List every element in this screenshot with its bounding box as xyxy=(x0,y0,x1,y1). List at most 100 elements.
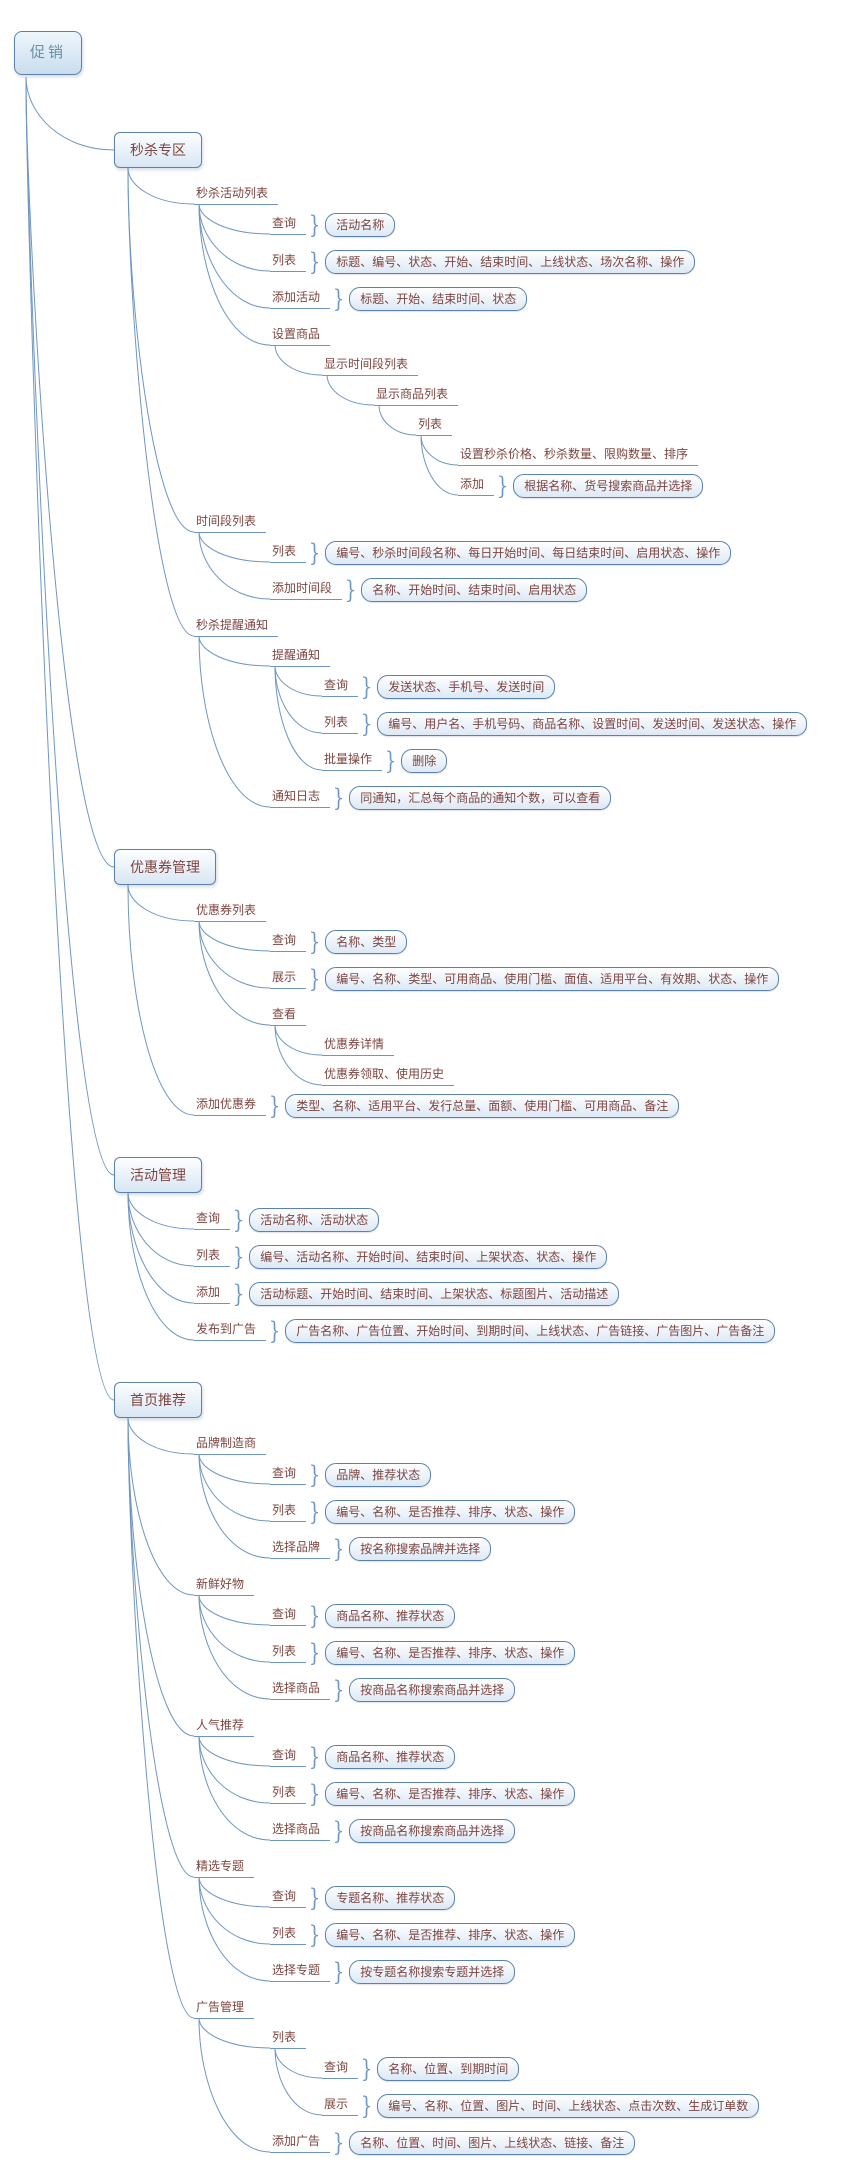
node-summary[interactable]: 编号、名称、是否推荐、排序、状态、操作 xyxy=(325,1500,576,1524)
node-label[interactable]: 时间段列表 xyxy=(194,514,267,533)
node-label[interactable]: 列表 xyxy=(270,1926,307,1945)
node-summary[interactable]: 名称、位置、时间、图片、上线状态、链接、备注 xyxy=(349,2131,636,2155)
node-label[interactable]: 列表 xyxy=(194,1248,231,1267)
connector-line xyxy=(198,1735,271,1804)
node-label[interactable]: 列表 xyxy=(270,2030,307,2049)
node-label[interactable]: 查询 xyxy=(322,678,359,697)
node-label[interactable]: 品牌制造商 xyxy=(194,1436,267,1455)
node-summary[interactable]: 标题、开始、结束时间、状态 xyxy=(349,287,528,311)
node-summary[interactable]: 标题、编号、状态、开始、结束时间、上线状态、场次名称、操作 xyxy=(325,250,696,274)
node-summary[interactable]: 活动标题、开始时间、结束时间、上架状态、标题图片、活动描述 xyxy=(249,1282,620,1306)
connector-line xyxy=(127,884,195,1116)
node-label[interactable]: 查询 xyxy=(322,2060,359,2079)
node-label[interactable]: 选择商品 xyxy=(270,1822,331,1841)
topic-node: 列表}编号、用户名、手机号码、商品名称、设置时间、发送时间、发送状态、操作 xyxy=(322,712,808,736)
node-label[interactable]: 选择专题 xyxy=(270,1963,331,1982)
node-label[interactable]: 列表 xyxy=(270,1644,307,1663)
node-summary[interactable]: 编号、秒杀时间段名称、每日开始时间、每日结束时间、启用状态、操作 xyxy=(325,541,732,565)
node-summary[interactable]: 删除 xyxy=(401,749,448,773)
node-summary[interactable]: 活动名称 xyxy=(325,213,396,237)
node-summary[interactable]: 同通知，汇总每个商品的通知个数，可以查看 xyxy=(349,786,612,810)
node-label[interactable]: 选择商品 xyxy=(270,1681,331,1700)
connector-line xyxy=(274,2047,323,2116)
node-label[interactable]: 查询 xyxy=(270,1607,307,1626)
node-label[interactable]: 设置商品 xyxy=(270,327,331,346)
node-label[interactable]: 优惠券领取、使用历史 xyxy=(322,1067,455,1086)
node-summary[interactable]: 编号、名称、是否推荐、排序、状态、操作 xyxy=(325,1782,576,1806)
node-label[interactable]: 精选专题 xyxy=(194,1859,255,1878)
connector-line xyxy=(198,1735,271,1841)
node-summary[interactable]: 品牌、推荐状态 xyxy=(325,1463,432,1487)
node-summary[interactable]: 根据名称、货号搜索商品并选择 xyxy=(513,474,704,498)
node-summary[interactable]: 编号、名称、是否推荐、排序、状态、操作 xyxy=(325,1923,576,1947)
node-label[interactable]: 查询 xyxy=(194,1211,231,1230)
node-label[interactable]: 查看 xyxy=(270,1007,307,1026)
node-label[interactable]: 设置秒杀价格、秒杀数量、限购数量、排序 xyxy=(458,447,699,466)
node-label[interactable]: 优惠券管理 xyxy=(114,849,216,885)
node-summary[interactable]: 编号、用户名、手机号码、商品名称、设置时间、发送时间、发送状态、操作 xyxy=(377,712,808,736)
node-label[interactable]: 通知日志 xyxy=(270,789,331,808)
node-summary[interactable]: 广告名称、广告位置、开始时间、到期时间、上线状态、广告链接、广告图片、广告备注 xyxy=(285,1319,776,1343)
node-label[interactable]: 活动管理 xyxy=(114,1157,202,1193)
node-summary[interactable]: 编号、名称、类型、可用商品、使用门槛、面值、适用平台、有效期、状态、操作 xyxy=(325,967,780,991)
node-label[interactable]: 优惠券列表 xyxy=(194,903,267,922)
topic-node: 选择商品}按商品名称搜索商品并选择 xyxy=(270,1678,516,1702)
node-label[interactable]: 选择品牌 xyxy=(270,1540,331,1559)
node-label[interactable]: 秒杀提醒通知 xyxy=(194,618,279,637)
node-label[interactable]: 首页推荐 xyxy=(114,1382,202,1418)
node-label[interactable]: 发布到广告 xyxy=(194,1322,267,1341)
node-label[interactable]: 促销 xyxy=(14,31,83,75)
node-label[interactable]: 列表 xyxy=(416,417,453,436)
node-label[interactable]: 秒杀专区 xyxy=(114,132,202,168)
node-summary[interactable]: 按名称搜索品牌并选择 xyxy=(349,1537,492,1561)
node-label[interactable]: 查询 xyxy=(270,1748,307,1767)
connector-line xyxy=(127,1417,195,1455)
node-label[interactable]: 广告管理 xyxy=(194,2000,255,2019)
node-label[interactable]: 显示商品列表 xyxy=(374,387,459,406)
node-summary[interactable]: 按商品名称搜索商品并选择 xyxy=(349,1819,516,1843)
node-label[interactable]: 优惠券详情 xyxy=(322,1037,395,1056)
node-label[interactable]: 展示 xyxy=(322,2097,359,2116)
node-label[interactable]: 人气推荐 xyxy=(194,1718,255,1737)
node-summary[interactable]: 专题名称、推荐状态 xyxy=(325,1886,456,1910)
node-label[interactable]: 添加活动 xyxy=(270,290,331,309)
node-label[interactable]: 添加广告 xyxy=(270,2134,331,2153)
summary-brace-icon: } xyxy=(332,2129,345,2157)
node-summary[interactable]: 编号、名称、位置、图片、时间、上线状态、点击次数、生成订单数 xyxy=(377,2094,760,2118)
node-summary[interactable]: 发送状态、手机号、发送时间 xyxy=(377,675,556,699)
node-label[interactable]: 列表 xyxy=(270,253,307,272)
node-summary[interactable]: 编号、名称、是否推荐、排序、状态、操作 xyxy=(325,1641,576,1665)
connector-line xyxy=(198,1876,271,1945)
node-label[interactable]: 查询 xyxy=(270,933,307,952)
node-label[interactable]: 秒杀活动列表 xyxy=(194,186,279,205)
node-label[interactable]: 查询 xyxy=(270,1466,307,1485)
node-label[interactable]: 添加优惠券 xyxy=(194,1097,267,1116)
node-summary[interactable]: 名称、类型 xyxy=(325,930,408,954)
node-label[interactable]: 添加时间段 xyxy=(270,581,343,600)
node-label[interactable]: 显示时间段列表 xyxy=(322,357,419,376)
node-label[interactable]: 添加 xyxy=(458,477,495,496)
node-label[interactable]: 添加 xyxy=(194,1285,231,1304)
node-label[interactable]: 提醒通知 xyxy=(270,648,331,667)
node-label[interactable]: 查询 xyxy=(270,216,307,235)
node-summary[interactable]: 类型、名称、适用平台、发行总量、面额、使用门槛、可用商品、备注 xyxy=(285,1094,680,1118)
node-label[interactable]: 列表 xyxy=(270,1785,307,1804)
node-label[interactable]: 批量操作 xyxy=(322,752,383,771)
node-label[interactable]: 查询 xyxy=(270,1889,307,1908)
node-summary[interactable]: 商品名称、推荐状态 xyxy=(325,1745,456,1769)
main-topic-node: 优惠券管理 xyxy=(114,849,216,885)
node-label[interactable]: 新鲜好物 xyxy=(194,1577,255,1596)
node-summary[interactable]: 按商品名称搜索商品并选择 xyxy=(349,1678,516,1702)
node-summary[interactable]: 名称、位置、到期时间 xyxy=(377,2057,520,2081)
node-label[interactable]: 列表 xyxy=(270,1503,307,1522)
node-summary[interactable]: 名称、开始时间、结束时间、启用状态 xyxy=(361,578,588,602)
topic-node: 设置秒杀价格、秒杀数量、限购数量、排序 xyxy=(458,444,699,468)
node-summary[interactable]: 活动名称、活动状态 xyxy=(249,1208,380,1232)
node-summary[interactable]: 编号、活动名称、开始时间、结束时间、上架状态、状态、操作 xyxy=(249,1245,608,1269)
node-label[interactable]: 展示 xyxy=(270,970,307,989)
node-summary[interactable]: 商品名称、推荐状态 xyxy=(325,1604,456,1628)
node-summary[interactable]: 按专题名称搜索专题并选择 xyxy=(349,1960,516,1984)
node-label[interactable]: 列表 xyxy=(270,544,307,563)
node-label[interactable]: 列表 xyxy=(322,715,359,734)
connector-line xyxy=(198,203,271,346)
